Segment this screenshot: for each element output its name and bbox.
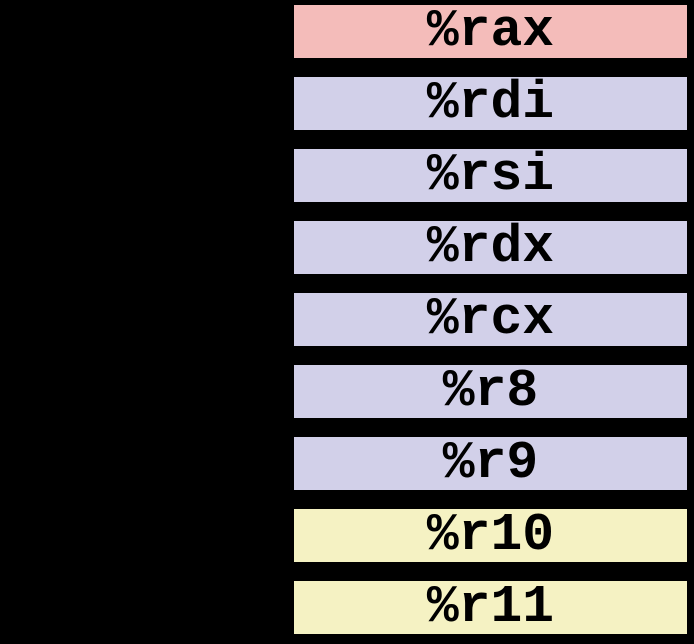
register-box: %r9 bbox=[292, 435, 689, 492]
register-label: %r10 bbox=[426, 505, 555, 565]
register-box: %rax bbox=[292, 3, 689, 60]
register-box: %rdi bbox=[292, 75, 689, 132]
register-label: %rdx bbox=[426, 217, 555, 277]
register-box: %r11 bbox=[292, 579, 689, 636]
register-box: %r10 bbox=[292, 507, 689, 564]
register-box: %rcx bbox=[292, 291, 689, 348]
register-label: %r8 bbox=[442, 361, 539, 421]
register-label: %rcx bbox=[426, 289, 555, 349]
register-box: %rsi bbox=[292, 147, 689, 204]
register-label: %rax bbox=[426, 1, 555, 61]
register-box: %rdx bbox=[292, 219, 689, 276]
register-box: %r8 bbox=[292, 363, 689, 420]
register-label: %rdi bbox=[426, 73, 555, 133]
register-label: %rsi bbox=[426, 145, 555, 205]
register-label: %r11 bbox=[426, 577, 555, 637]
register-column: %rax %rdi %rsi %rdx %rcx %r8 %r9 %r10 %r… bbox=[292, 3, 689, 636]
register-label: %r9 bbox=[442, 433, 539, 493]
